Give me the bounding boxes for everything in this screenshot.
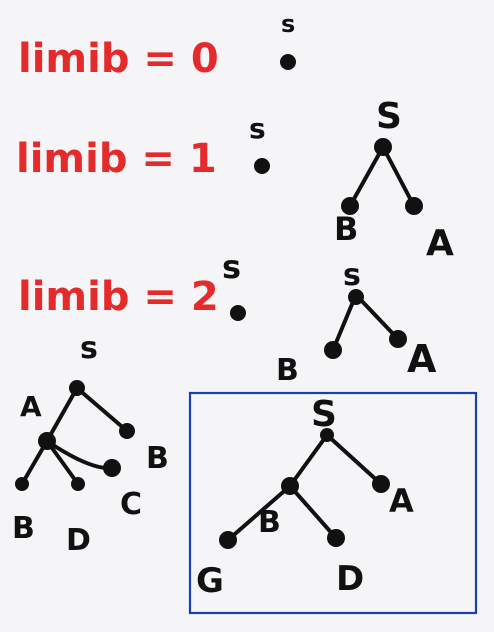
tree1-node-B (341, 197, 359, 215)
tree3-node-B-right (119, 423, 135, 439)
tree2-label-B: B (276, 353, 299, 388)
tree3-label-B-leaf: B (12, 511, 35, 546)
node-s-level0 (280, 54, 296, 70)
tree4-node-G (219, 531, 237, 549)
node-label-s-1: s (249, 112, 266, 145)
node-label-s-0: s (281, 10, 295, 38)
tree2-label-S: s (343, 258, 361, 293)
tree3-node-A (38, 432, 56, 450)
node-s-level2 (230, 305, 246, 321)
tree4-node-D (327, 529, 345, 547)
tree2-node-B (324, 341, 342, 359)
label-limib-0: limib = 0 (18, 36, 219, 82)
node-s-level1 (254, 158, 270, 174)
tree4-label-G: G (196, 561, 224, 601)
tree1-edge-S-A (381, 145, 416, 208)
tree4-node-S (320, 428, 334, 442)
tree4-label-B: B (258, 505, 281, 540)
tree1-label-B: B (334, 210, 358, 248)
tree4-label-D: D (336, 559, 364, 599)
tree3-node-S (69, 380, 85, 396)
tree4-edge-B-D (288, 484, 338, 540)
tree3-label-A: A (20, 390, 42, 423)
tree3-edge-S-A (45, 386, 79, 443)
tree2-edge-S-B (331, 295, 357, 352)
tree3-node-B-leaf (15, 477, 29, 491)
tree1-edge-S-B (348, 145, 385, 208)
tree1-label-A: A (426, 223, 454, 264)
tree2-label-A: A (407, 337, 437, 381)
tree1-node-A (405, 197, 423, 215)
tree3-edge-S-B (75, 386, 129, 433)
tree3-label-C-leaf: C (120, 487, 142, 522)
tree4-edge-S-A (325, 433, 383, 486)
tree2-node-S (348, 289, 364, 305)
tree3-node-D-leaf (71, 477, 85, 491)
tree4-edge-S-B (288, 433, 329, 488)
tree2-node-A (389, 330, 407, 348)
tree4-node-B (281, 477, 299, 495)
tree4-edge-B-G (226, 484, 292, 542)
node-label-s-2: s (222, 248, 241, 286)
tree4-label-S: S (311, 394, 337, 435)
tree2-edge-S-A (356, 295, 400, 341)
tree3-node-C-leaf (103, 459, 121, 477)
tree3-label-D-leaf: D (66, 523, 91, 558)
tree4-label-A: A (389, 482, 414, 520)
tree3-label-B-right: B (146, 441, 169, 476)
tree1-label-S: S (376, 96, 402, 137)
label-limib-2: limib = 2 (18, 274, 219, 320)
tree3-label-S: s (80, 331, 98, 366)
tree4-node-A (372, 475, 390, 493)
label-limib-1: limib = 1 (16, 136, 217, 182)
highlight-box (188, 391, 478, 615)
tree1-node-S (374, 138, 392, 156)
